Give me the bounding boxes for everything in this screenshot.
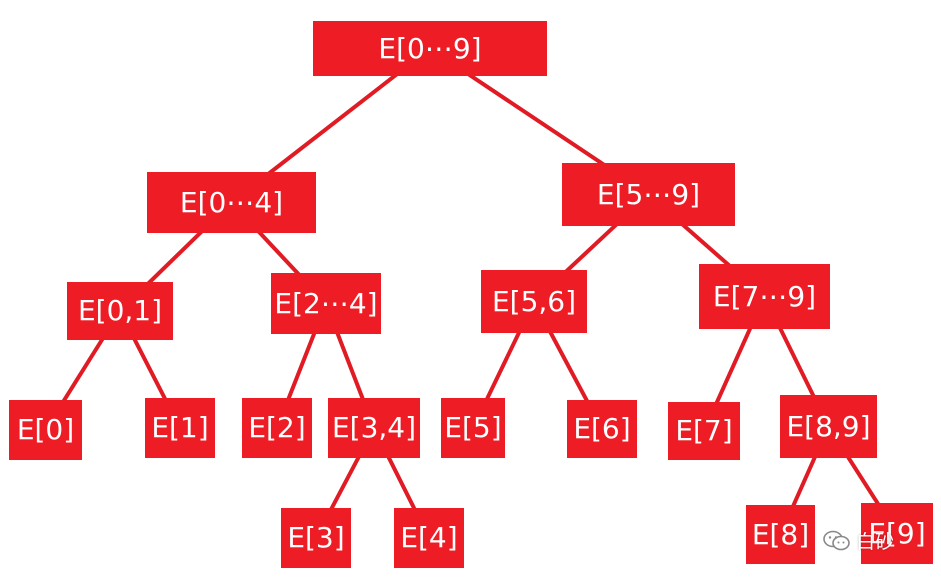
tree-node-n01: E[0,1] bbox=[67, 282, 173, 340]
tree-node-n89: E[8,9] bbox=[780, 395, 877, 458]
watermark: 白砂 bbox=[822, 527, 894, 554]
tree-node-n6: E[6] bbox=[567, 400, 637, 458]
tree-node-n9: E[9] bbox=[861, 503, 933, 564]
tree-node-n59: E[5⋯9] bbox=[562, 163, 735, 226]
tree-node-n79: E[7⋯9] bbox=[699, 264, 830, 329]
tree-node-root: E[0⋯9] bbox=[313, 21, 547, 76]
tree-node-n5: E[5] bbox=[441, 398, 505, 458]
tree-node-n4: E[4] bbox=[394, 508, 464, 568]
tree-node-n7: E[7] bbox=[668, 402, 740, 460]
tree-node-n34: E[3,4] bbox=[328, 398, 420, 458]
tree-node-n0: E[0] bbox=[9, 400, 82, 460]
tree-node-n1: E[1] bbox=[145, 398, 215, 458]
tree-node-n3: E[3] bbox=[281, 508, 351, 568]
watermark-text: 白砂 bbox=[856, 531, 895, 553]
tree-node-n24: E[2⋯4] bbox=[271, 273, 381, 334]
tree-node-n04: E[0⋯4] bbox=[147, 172, 316, 233]
tree-node-n2: E[2] bbox=[242, 398, 312, 458]
tree-node-n56: E[5,6] bbox=[481, 270, 587, 333]
wechat-icon bbox=[823, 530, 850, 550]
tree-node-n8: E[8] bbox=[746, 505, 815, 564]
